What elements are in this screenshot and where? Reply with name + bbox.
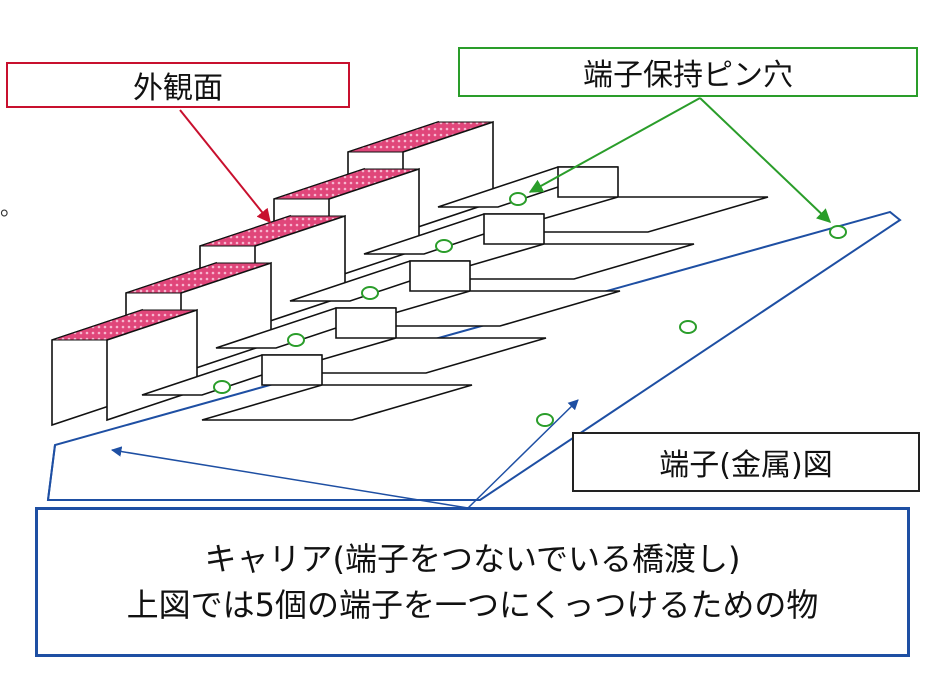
exterior-arrow	[179, 109, 271, 224]
terminal-tail	[275, 337, 547, 374]
carrier-description-line-2: 上図では5個の端子を一つにくっつけるための物	[126, 586, 819, 624]
terminal-tail	[349, 290, 621, 327]
carrier-description-line-1: キャリア(端子をつないでいる橋渡し)	[204, 539, 741, 578]
terminal-riser	[483, 213, 545, 245]
pin-hole	[287, 333, 305, 347]
pin-hole-arrows	[528, 97, 832, 223]
terminals	[51, 120, 847, 427]
terminal-riser	[409, 260, 471, 292]
terminal-riser	[335, 307, 397, 339]
stray-mark: 。	[0, 196, 23, 221]
terminal-tail	[423, 243, 695, 280]
exterior-surface-label: 外観面	[6, 62, 350, 108]
carrier-strip	[46, 210, 902, 501]
carrier-pin-hole	[679, 320, 697, 334]
pin-hole	[361, 286, 379, 300]
carrier-description-box: キャリア(端子をつないでいる橋渡し) 上図では5個の端子を一つにくっつけるための…	[35, 507, 910, 657]
terminal-riser	[261, 354, 323, 386]
pin-hole	[435, 239, 453, 253]
terminal-tail	[201, 384, 473, 421]
pin-hole	[213, 380, 231, 394]
terminal-diagram-label: 端子(金属)図	[572, 432, 920, 492]
carrier-pin-hole	[536, 413, 554, 427]
carrier-pin-hole	[829, 225, 847, 239]
carrier-arrows	[110, 399, 579, 509]
terminal	[51, 308, 473, 427]
pin-hole-label: 端子保持ピン穴	[458, 47, 918, 97]
pin-hole	[509, 192, 527, 206]
terminal-tail	[497, 196, 769, 233]
